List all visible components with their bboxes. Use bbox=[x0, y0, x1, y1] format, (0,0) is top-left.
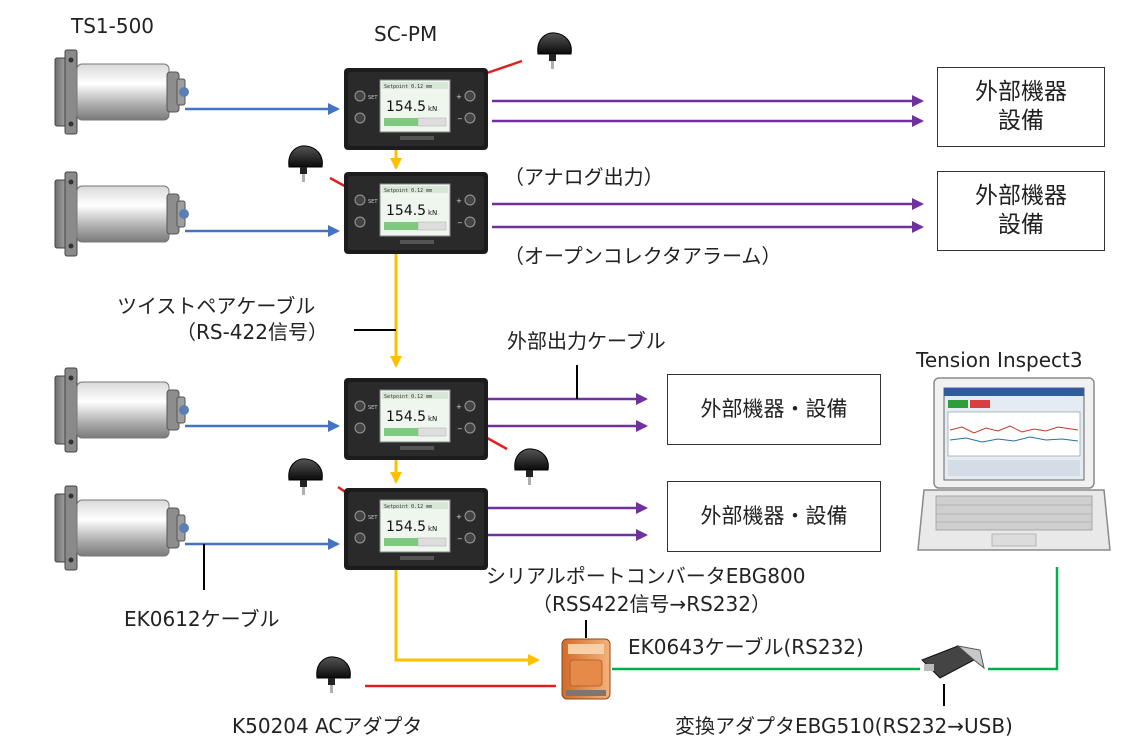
external-equipment-box: 外部機器・設備 bbox=[667, 374, 881, 445]
tension-sensor-4 bbox=[54, 485, 190, 571]
ac-adapter-plug-icon bbox=[514, 448, 549, 486]
external-equipment-line1: 外部機器 bbox=[975, 182, 1067, 209]
ac-adapter-plug-icon bbox=[537, 32, 572, 70]
serial-chain-links bbox=[390, 138, 540, 666]
tension-sensor-1 bbox=[54, 49, 190, 135]
external-equipment-box: 外部機器 設備 bbox=[937, 67, 1105, 147]
ac-adapter-plug-icon bbox=[316, 656, 351, 694]
serial-converter-icon bbox=[561, 638, 611, 700]
sensor-model-label: TS1-500 bbox=[71, 14, 155, 38]
external-equipment-line2: 設備 bbox=[998, 212, 1044, 238]
external-equipment-box: 外部機器・設備 bbox=[667, 481, 881, 552]
external-equipment-label: 外部機器・設備 bbox=[700, 397, 848, 422]
external-equipment-label: 外部機器・設備 bbox=[700, 504, 848, 529]
power-links bbox=[329, 59, 556, 688]
controller-unit-2 bbox=[343, 171, 489, 255]
tension-sensor-2 bbox=[54, 171, 190, 257]
analog-output-label: （アナログ出力） bbox=[504, 165, 664, 189]
laptop-icon bbox=[917, 377, 1111, 551]
usb-adapter-label: 変換アダプタEBG510(RS232→USB) bbox=[675, 714, 1013, 738]
external-output-cable-label: 外部出力ケーブル bbox=[507, 329, 666, 353]
sensor-cable-label: EK0612ケーブル bbox=[124, 607, 280, 631]
ac-adapter-plug-icon bbox=[288, 458, 323, 496]
output-links bbox=[488, 95, 924, 541]
sensor-links bbox=[185, 103, 340, 550]
controller-unit-3 bbox=[343, 377, 489, 461]
ac-adapter-plug-icon bbox=[288, 145, 323, 183]
open-collector-alarm-label: （オープンコレクタアラーム） bbox=[504, 244, 782, 268]
rs232-cable-label: EK0643ケーブル(RS232) bbox=[628, 635, 864, 659]
usb-links bbox=[612, 567, 1059, 671]
rs422-signal-label: （RS-422信号） bbox=[176, 320, 328, 344]
external-equipment-line2: 設備 bbox=[998, 108, 1044, 134]
controller-unit-4 bbox=[343, 487, 489, 571]
serial-converter-signal-label: （RSS422信号→RS232） bbox=[532, 592, 771, 616]
twisted-pair-cable-label: ツイストペアケーブル bbox=[117, 294, 316, 318]
tension-sensor-3 bbox=[54, 367, 190, 453]
controller-model-label: SC-PM bbox=[374, 22, 438, 46]
serial-converter-label: シリアルポートコンバータEBG800 bbox=[486, 564, 806, 588]
leader-lines bbox=[203, 329, 945, 706]
external-equipment-box: 外部機器 設備 bbox=[937, 171, 1105, 251]
ac-adapter-label: K50204 ACアダプタ bbox=[232, 714, 423, 738]
usb-adapter-icon bbox=[921, 645, 985, 679]
software-label: Tension Inspect3 bbox=[916, 348, 1083, 372]
controller-unit-1 bbox=[343, 67, 489, 151]
external-equipment-line1: 外部機器 bbox=[975, 78, 1067, 105]
